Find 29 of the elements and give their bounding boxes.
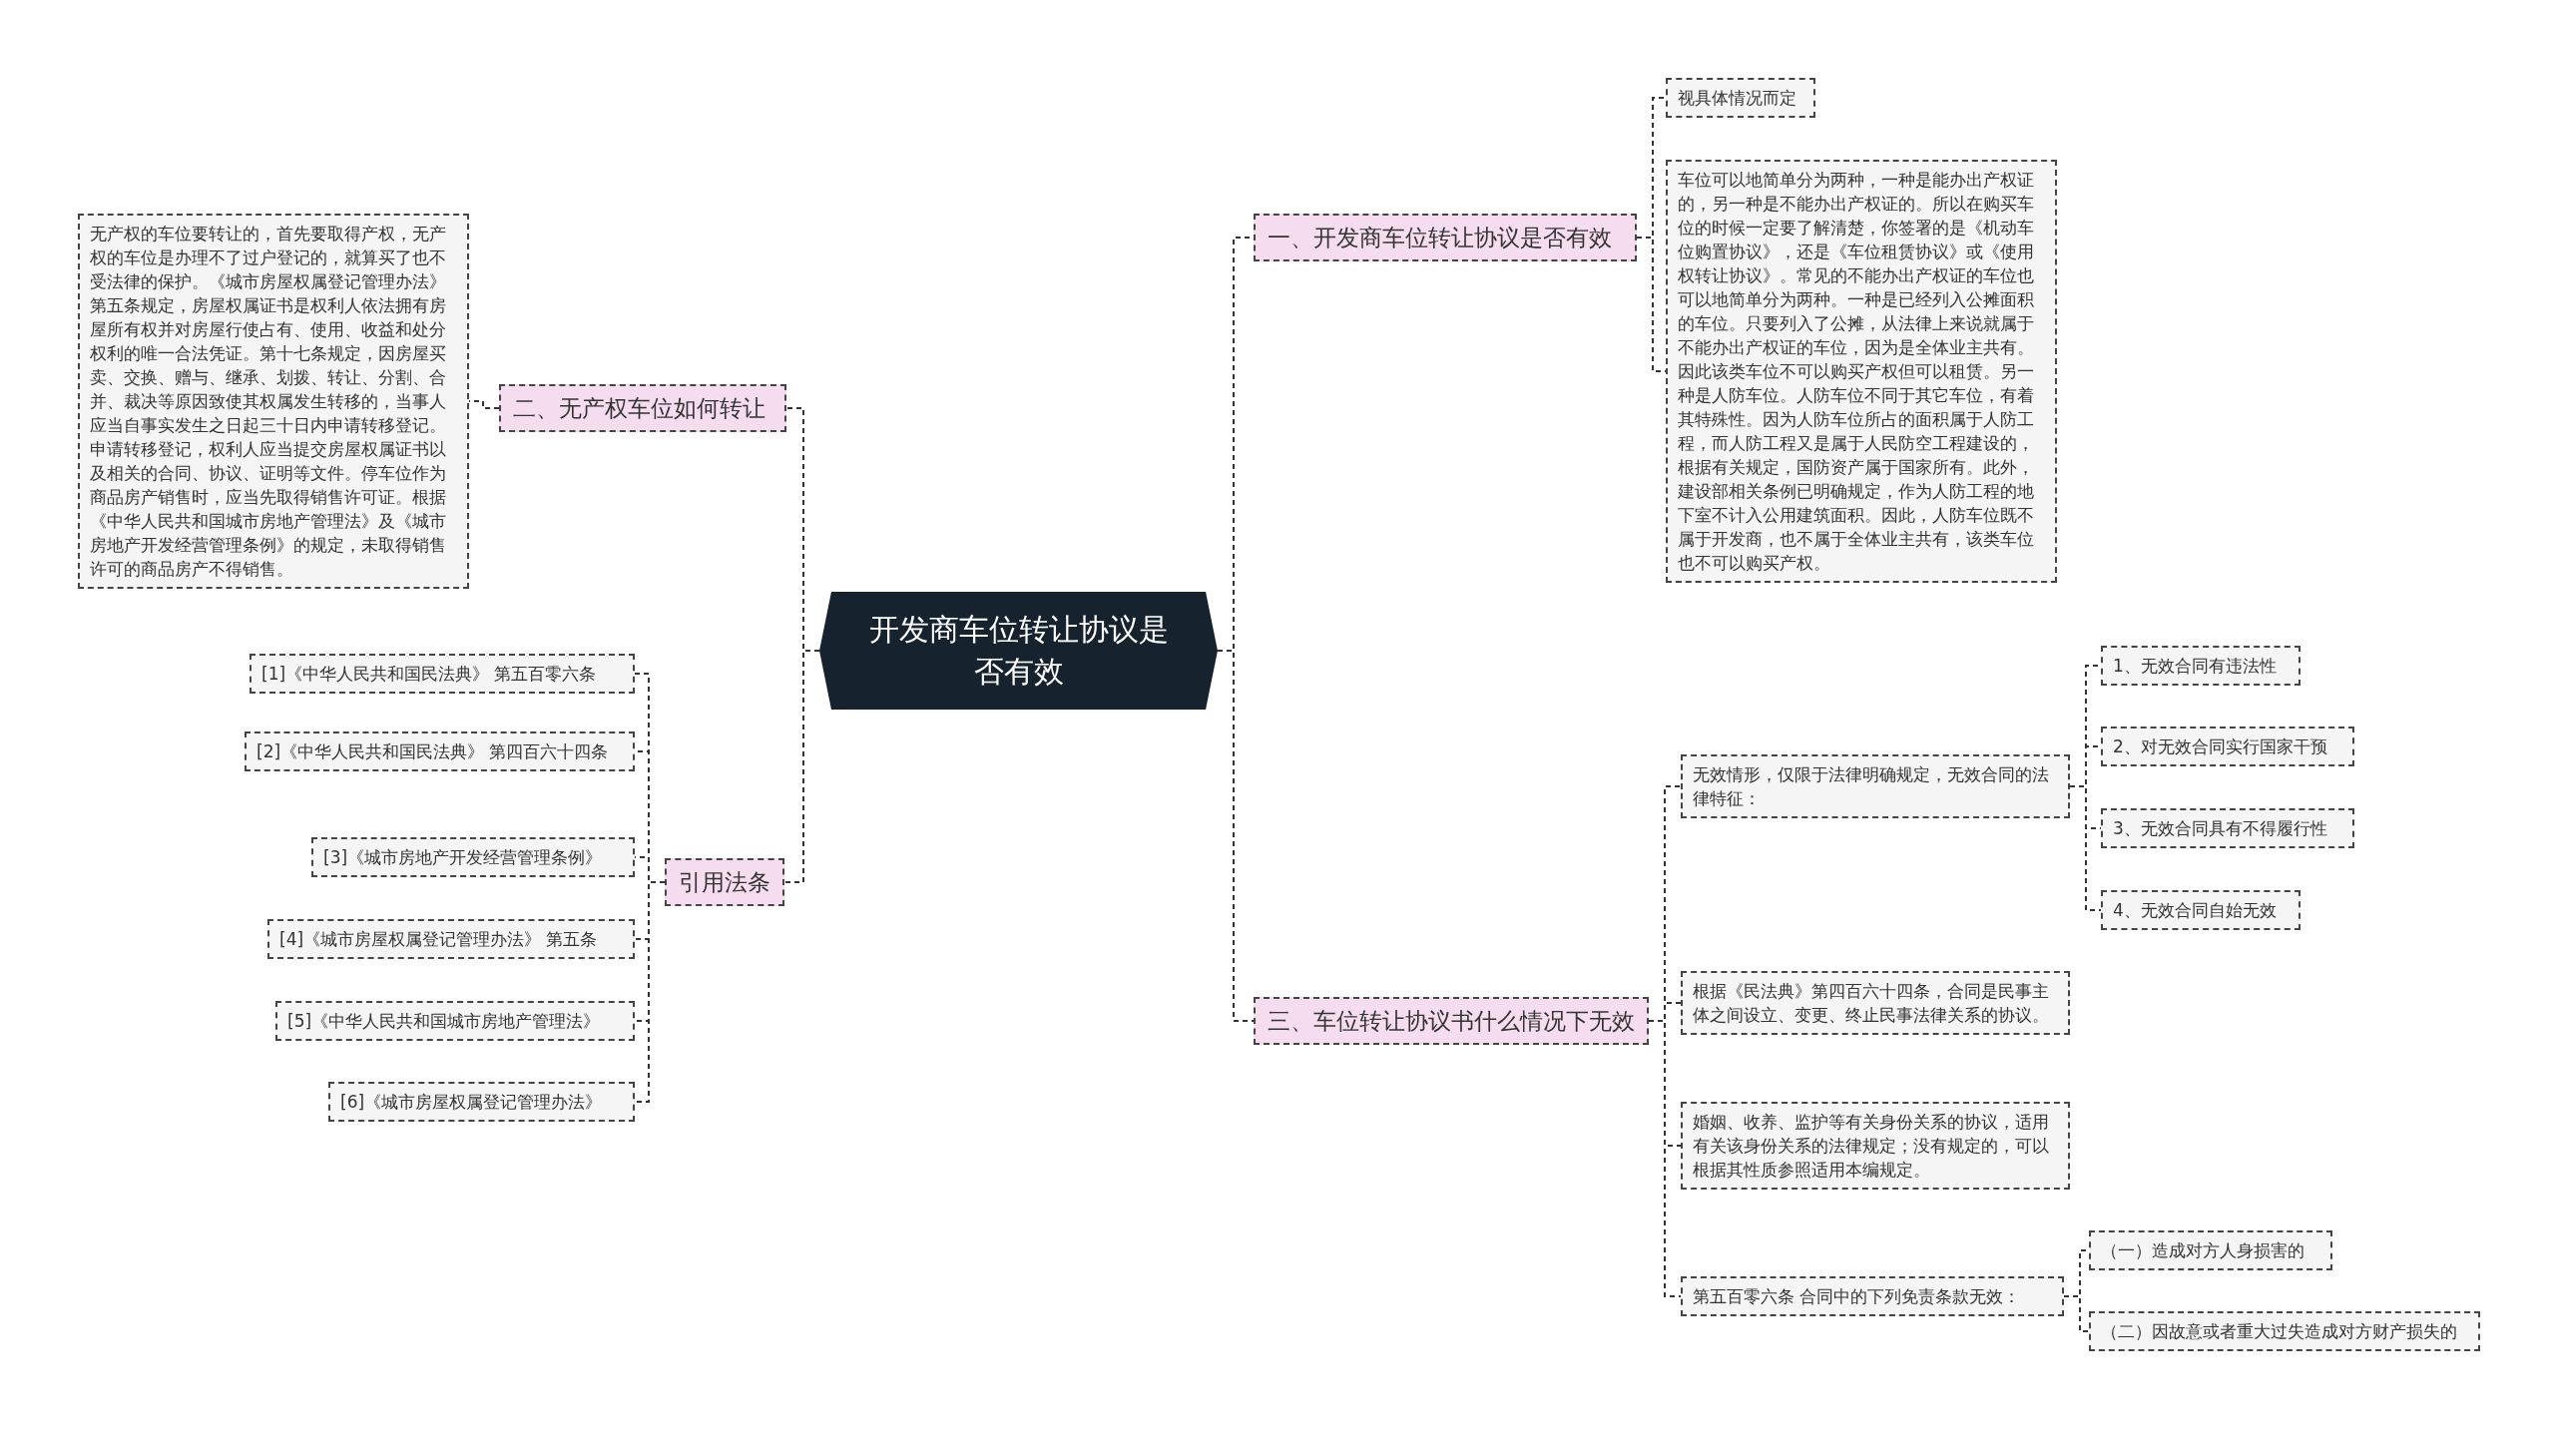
connector-line xyxy=(1648,1020,1682,1297)
note-box: 2、对无效合同实行国家干预 xyxy=(2101,727,2354,766)
note-box: 无效情形，仅限于法律明确规定，无效合同的法律特征： xyxy=(1681,754,2070,818)
note-box: 第五百零六条 合同中的下列免责条款无效： xyxy=(1681,1276,2064,1316)
note-box: [1]《中华人民共和国民法典》 第五百零六条 xyxy=(250,654,635,694)
note-box: （二）因故意或者重大过失造成对方财产损失的 xyxy=(2089,1311,2480,1351)
note-box: 无产权的车位要转让的，首先要取得产权，无产权的车位是办理不了过户登记的，就算买了也不受法律的保护。《城市房屋权属登记管理办法》第五条规定，房屋权属证书是权利人依法拥有房屋所有权并对房屋行使占有、使用、收益和处分权利的唯一合法凭证。第十七条规定，因房屋买卖、交换、赠与、继承、划拨、转让、分割、合并、裁决等原因致使其权属发生转移的，当事人应当自事实发生之日起三十日内申请转移登记。申请转移登记，权利人应当提交房屋权属证书以及相关的合同、协议、证明等文件。停车位作为商品房产销售时，应当先取得销售许可证。根据《中华人民共和国城市房地产管理法》及《城市房地产开发经营管理条例》的规定，未取得销售许可的商品房产不得销售。 xyxy=(78,214,469,589)
topic-box: 引用法条 xyxy=(665,858,784,906)
note-box: 1、无效合同有违法性 xyxy=(2101,646,2300,686)
topic-box: 三、车位转让协议书什么情况下无效 xyxy=(1254,997,1649,1045)
note-box: 3、无效合同具有不得履行性 xyxy=(2101,808,2354,848)
note-box: [3]《城市房地产开发经营管理条例》 xyxy=(311,837,635,877)
note-box: [6]《城市房屋权属登记管理办法》 xyxy=(328,1082,635,1122)
note-box: （一）造成对方人身损害的 xyxy=(2089,1230,2332,1270)
note-box: 婚姻、收养、监护等有关身份关系的协议，适用有关该身份关系的法律规定；没有规定的，可以根据其性质参照适用本编规定。 xyxy=(1681,1102,2070,1190)
central-topic: 开发商车位转让协议是否有效 xyxy=(819,592,1218,710)
note-box: 视具体情况而定 xyxy=(1666,78,1815,118)
note-box: [2]《中华人民共和国民法典》 第四百六十四条 xyxy=(245,731,635,771)
connector-line xyxy=(2063,1295,2090,1332)
connector-line xyxy=(634,881,666,1103)
topic-box: 一、开发商车位转让协议是否有效 xyxy=(1254,214,1637,261)
connector-line xyxy=(2069,785,2102,911)
topic-box: 二、无产权车位如何转让 xyxy=(499,384,786,432)
note-box: 根据《民法典》第四百六十四条，合同是民事主体之间设立、变更、终止民事法律关系的协议。 xyxy=(1681,971,2070,1035)
note-box: [4]《城市房屋权属登记管理办法》 第五条 xyxy=(267,919,635,959)
note-box: [5]《中华人民共和国城市房地产管理法》 xyxy=(275,1001,635,1041)
connector-line xyxy=(783,650,820,883)
note-box: 4、无效合同自始无效 xyxy=(2101,890,2300,930)
note-box: 车位可以地简单分为两种，一种是能办出产权证的，另一种是不能办出产权证的。所以在购买车位的时候一定要了解清楚，你签署的是《机动车位购置协议》，还是《车位租赁协议》或《使用权转让协议》。常见的不能办出产权证的车位也可以地简单分为两种。一种是已经列入公摊面积的车位。只要列入了公摊，从法律上来说就属于不能办出产权证的车位，因为是全体业主共有。因此该类车位不可以购买产权但可以租赁。另一种是人防车位。人防车位不同于其它车位，有着其特殊性。因为人防车位所占的面积属于人防工程，而人防工程又是属于人民防空工程建设的，根据有关规定，国防资产属于国家所有。此外，建设部相关条例已明确规定，作为人防工程的地下室不计入公用建筑面积。因此，人防车位既不属于开发商，也不属于全体业主共有，该类车位也不可以购买产权。 xyxy=(1666,160,2057,583)
